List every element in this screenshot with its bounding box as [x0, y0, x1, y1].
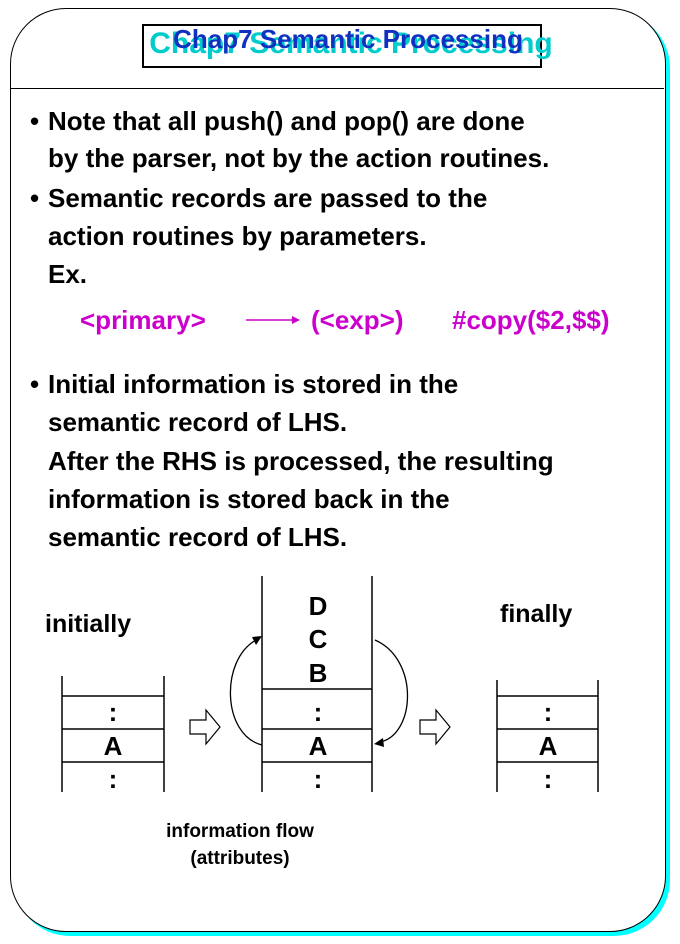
curved-arrow-down [374, 639, 408, 743]
title-box [142, 24, 542, 68]
left-stack-cell: A [103, 731, 123, 761]
bullet-2-line-3: Ex. [48, 259, 88, 289]
bullet-3-line-4: information is stored back in the [48, 484, 450, 514]
bullet-2-line-2: action routines by parameters. [48, 221, 427, 251]
bullet-marker: • [30, 369, 40, 399]
middle-stack-cell: B [308, 658, 328, 688]
right-stack-cell: A [538, 731, 558, 761]
right-stack [496, 680, 599, 792]
bullet-marker: • [30, 106, 40, 136]
example-rhs: (<exp>) [311, 305, 404, 335]
bullet-2-line-1: Semantic records are passed to the [48, 183, 488, 213]
middle-stack-cell: : [313, 697, 323, 727]
curved-arrow-up-head [252, 636, 262, 645]
bullet-1-line-1: Note that all push() and pop() are done [48, 106, 525, 136]
bullet-3-line-2: semantic record of LHS. [48, 407, 348, 437]
bullet-3-line-1: Initial information is stored in the [48, 369, 459, 399]
bullet-3-line-3: After the RHS is processed, the resultin… [48, 446, 554, 476]
curved-arrow-up [229, 639, 263, 746]
left-stack-cell: : [108, 764, 118, 794]
left-stack [61, 676, 165, 792]
diagram-caption-line-2: (attributes) [190, 848, 290, 869]
bullet-marker: • [30, 183, 40, 213]
right-stack-cell: : [543, 697, 553, 727]
middle-stack-cell: C [308, 624, 328, 654]
diagram-caption-line-1: information flow [166, 821, 314, 842]
left-stack-cell: : [108, 697, 118, 727]
bullet-3-line-5: semantic record of LHS. [48, 522, 348, 552]
finally-label: finally [500, 600, 573, 628]
bullet-1-line-2: by the parser, not by the action routine… [48, 143, 550, 173]
title-shadow: Chap7 Semantic Processing [149, 27, 553, 60]
middle-stack-cell: : [313, 764, 323, 794]
middle-stack [261, 576, 373, 792]
example-lhs: <primary> [80, 305, 206, 335]
flow-arrow-icon [419, 708, 451, 746]
middle-stack-cell: A [308, 731, 328, 761]
initially-label: initially [45, 610, 132, 638]
title-divider [11, 88, 664, 89]
slide-frame [10, 8, 666, 932]
example-action: #copy($2,$$) [452, 305, 610, 335]
derives-arrow-head [292, 316, 300, 324]
page-title: Chap7 Semantic Processing [173, 24, 523, 54]
middle-stack-cell: D [308, 591, 328, 621]
curved-arrow-down-head [374, 738, 384, 747]
flow-arrow-icon [189, 708, 221, 746]
right-stack-cell: : [543, 764, 553, 794]
